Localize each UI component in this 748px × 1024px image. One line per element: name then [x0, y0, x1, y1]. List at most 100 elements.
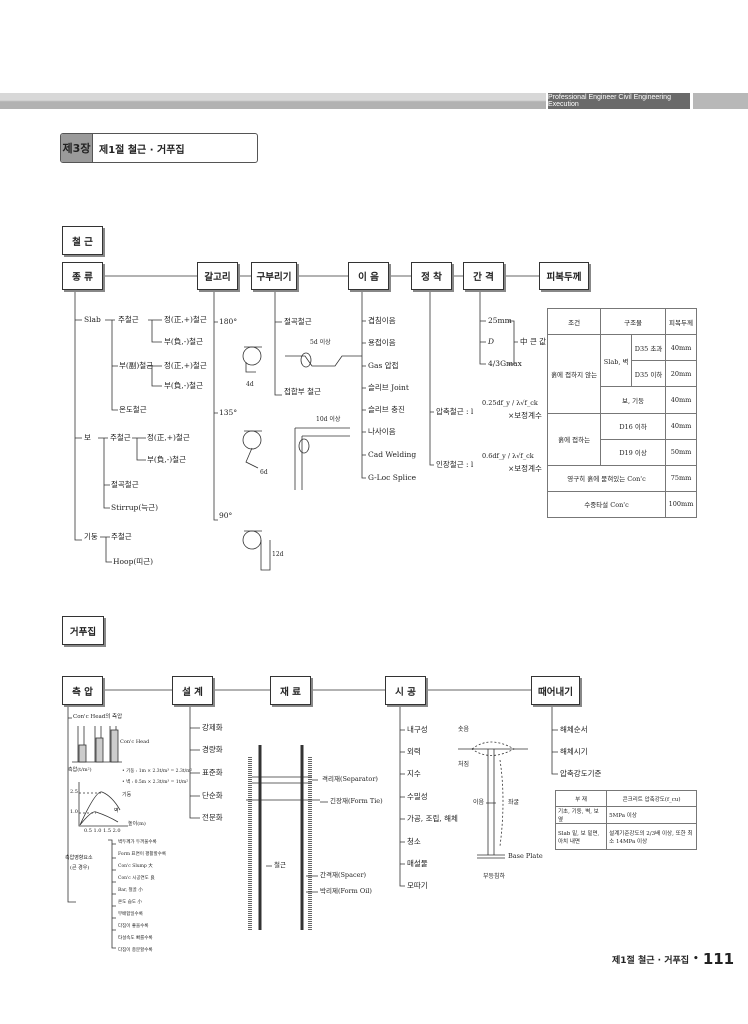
- page-footer: 제1절 철근 · 거푸집 • 111: [612, 950, 734, 968]
- cover-cell: D19 이상: [600, 438, 666, 466]
- material-rebar: 철근: [274, 861, 286, 869]
- node-hooks: 갈고리: [197, 262, 238, 290]
- cover-cell: Slab, 벽: [600, 334, 633, 388]
- spacing-item: 25mm: [488, 316, 512, 325]
- construction-item: 가공, 조립, 해체: [407, 814, 458, 823]
- removal-item: 해체순서: [560, 725, 588, 734]
- design-item: 단순화: [202, 791, 223, 800]
- hook-180: 180°: [219, 317, 238, 326]
- cover-cell: 보, 기둥: [600, 386, 666, 414]
- spacing-item: 4/3Gmax: [488, 359, 522, 368]
- spacing-rule: 中 큰 값: [520, 337, 547, 346]
- page-number: 111: [702, 950, 735, 968]
- bending-joint-bar: 접합부 철근: [284, 387, 321, 396]
- construction-item: 지수: [407, 769, 421, 778]
- pressure-ylabel: 측압(t/m²): [68, 767, 92, 773]
- construction-item: 청소: [407, 837, 421, 846]
- pressure-curve-column: 기둥: [122, 792, 132, 798]
- hook-6d: 6d: [260, 469, 268, 476]
- node-construction: 시 공: [385, 676, 426, 705]
- pressure-factor: Form 표면이 평활할수록: [118, 852, 166, 857]
- splice-item: Cad Welding: [368, 450, 417, 459]
- cover-header: 구조물: [600, 307, 666, 336]
- pressure-wall-formula: • 벽 : 0.5m × 2.3t/m³ = 1t/m²: [122, 780, 189, 785]
- type-main: 주철근: [110, 433, 131, 442]
- hook-4d: 4d: [246, 381, 254, 388]
- pressure-factor: 벽두께가 두꺼울수록: [118, 840, 157, 845]
- node-removal: 때어내기: [531, 676, 580, 705]
- pressure-factor: 타설속도 빠를수록: [118, 936, 153, 941]
- cover-value: 100mm: [664, 490, 698, 519]
- design-item: 전문화: [202, 813, 223, 822]
- pressure-factor: 온도 습도 小: [118, 900, 142, 905]
- cover-cell: D35 초과: [631, 334, 666, 362]
- section-title-formwork: 거푸집: [62, 616, 104, 645]
- cover-header: 피복두께: [664, 307, 698, 336]
- construction-item: 외력: [407, 747, 421, 756]
- removal-header: 콘크리트 압축강도(f_cu): [606, 790, 697, 807]
- removal-header: 부 재: [554, 790, 608, 807]
- splice-item: 슬리브 Joint: [368, 383, 409, 392]
- node-bending: 구부리기: [251, 262, 297, 290]
- cover-value: 40mm: [664, 334, 698, 362]
- shoring-settlement: 부등침하: [483, 873, 506, 880]
- type-negative: 부(負,-)철근: [147, 455, 186, 464]
- removal-cell: 5MPa 이상: [606, 806, 697, 824]
- pressure-factor: Bar, 철골 小: [118, 888, 143, 893]
- anchorage-compression-formula: 0.25df_y / λ√f_ck: [482, 399, 538, 407]
- hook-135: 135°: [219, 408, 238, 417]
- construction-item: 매설물: [407, 859, 428, 868]
- design-item: 강제화: [202, 723, 223, 732]
- bending-bent-bar: 절곡철근: [284, 317, 312, 326]
- cover-cell: 흙에 접하지 않는: [546, 334, 602, 414]
- removal-cell: 설계기준강도의 2/3배 이상, 또한 최소 14MPa 이상: [606, 823, 697, 850]
- type-negative: 부(負,-)철근: [164, 337, 203, 346]
- chapter-heading: 제3장 제1절 철근 · 거푸집: [60, 133, 258, 163]
- bending-bent-note: 5d 이상: [310, 339, 331, 346]
- anchorage-factor: ×보정계수: [508, 464, 542, 473]
- type-stirrup: Stirrup(늑근): [111, 503, 159, 512]
- anchorage-factor: ×보정계수: [508, 411, 542, 420]
- type-slab: Slab: [84, 315, 101, 324]
- cover-cell: D16 이하: [600, 412, 666, 440]
- type-main: 주철근: [111, 532, 132, 541]
- shoring-joint: 이음: [473, 799, 485, 806]
- type-positive: 정(正,+)철근: [164, 315, 207, 324]
- pressure-factor: Con'c Slump 大: [118, 864, 153, 869]
- chapter-title: 제1절 철근 · 거푸집: [99, 144, 185, 156]
- header-tab: [693, 93, 748, 109]
- section-title-rebar: 철 근: [62, 226, 103, 255]
- pressure-xlabel: 높이(m): [128, 821, 146, 827]
- hook-12d: 12d: [272, 551, 284, 558]
- splice-item: 나사이음: [368, 427, 396, 436]
- splice-item: 겹침이음: [368, 316, 396, 325]
- cover-cell: 영구히 흙에 묻혀있는 Con'c: [547, 464, 666, 492]
- construction-item: 내구성: [407, 725, 428, 734]
- cover-cell: 수중타설 Con'c: [547, 490, 666, 519]
- spacing-item: D: [488, 337, 495, 346]
- type-bent: 절곡철근: [111, 480, 139, 489]
- pressure-factor-list: 벽두께가 두꺼울수록 Form 표면이 평활할수록 Con'c Slump 大 …: [118, 840, 166, 961]
- removal-cell: 기초, 기둥, 벽, 보 옆: [554, 806, 608, 824]
- type-negative: 부(負,-)철근: [164, 381, 203, 390]
- type-temperature: 온도철근: [119, 405, 147, 414]
- pressure-ytick: 1.0: [70, 809, 78, 815]
- cover-value: 75mm: [664, 464, 698, 492]
- footer-bullet: •: [693, 954, 699, 964]
- cover-cell: 흙에 접하는: [546, 412, 602, 466]
- pressure-head-label: Con'c Head: [120, 739, 150, 745]
- type-main: 주철근: [118, 315, 139, 324]
- shoring-base-plate: Base Plate: [508, 852, 543, 860]
- shoring-camber: 솟음: [458, 726, 470, 733]
- material-separator: 격리재(Separator): [322, 775, 378, 783]
- removal-item: 압축강도기준: [560, 769, 602, 778]
- header-banner: Professional Engineer Civil Engineering …: [548, 93, 690, 109]
- removal-item: 해체시기: [560, 747, 588, 756]
- node-spacing: 간 격: [463, 262, 504, 290]
- footer-section: 제1절 철근 · 거푸집: [612, 955, 690, 966]
- cover-value: 50mm: [664, 438, 698, 466]
- splice-item: 용접이음: [368, 338, 396, 347]
- splice-item: Gas 압접: [368, 361, 399, 370]
